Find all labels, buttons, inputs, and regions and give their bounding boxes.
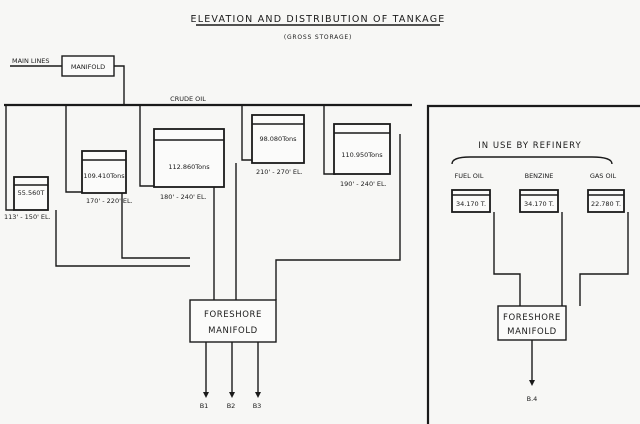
b4-arrow <box>529 380 535 386</box>
tank-1-feed-pipe <box>5 105 14 211</box>
b2-arrow <box>229 392 235 398</box>
tank-2-feed-pipe <box>65 105 84 193</box>
foreshore-manifold-line1: FORESHORE <box>204 310 262 320</box>
tank-4-capacity: 98.080Tons <box>259 135 297 143</box>
diagram-title: ELEVATION AND DISTRIBUTION OF TANKAGE <box>191 14 446 25</box>
refinery-heading: IN USE BY REFINERY <box>478 141 581 151</box>
tank-5-elevation: 190' - 240' EL. <box>340 180 387 188</box>
tank-2-outlet-pipe <box>121 193 190 259</box>
gas-oil-outlet-pipe <box>579 212 629 306</box>
output-b2: B2 <box>227 402 236 410</box>
tank-1-outlet-pipe <box>55 210 190 267</box>
benzine-capacity: 34.170 T. <box>524 200 554 208</box>
manifold-to-header-pipe <box>114 65 125 104</box>
tank-4-feed-pipe <box>241 105 254 161</box>
benzine-label: BENZINE <box>525 172 554 180</box>
output-b4: B.4 <box>527 395 538 403</box>
tank-2-elevation: 170' - 220' EL. <box>86 197 133 205</box>
b1-arrow <box>203 392 209 398</box>
tank-3 <box>153 128 225 188</box>
foreshore-manifold-line2: MANIFOLD <box>208 326 258 336</box>
tank-5 <box>333 123 391 175</box>
input-manifold-label: MANIFOLD <box>71 63 105 71</box>
diagram-subtitle: (GROSS STORAGE) <box>284 34 352 41</box>
tank-1-elevation-label: 113' - 150' EL. <box>4 213 51 221</box>
tank-5-capacity: 110.950Tons <box>341 151 383 159</box>
tank-5-feed-pipe <box>323 105 336 175</box>
tank-2 <box>81 150 127 194</box>
tank-4-elevation: 210' - 270' EL. <box>256 168 303 176</box>
fuel-oil-capacity: 34.170 T. <box>456 200 486 208</box>
main-lines-label: MAIN LINES <box>12 57 50 65</box>
tank-3-elevation: 180' - 240' EL. <box>160 193 207 201</box>
refinery-manifold-box <box>497 305 567 341</box>
tank-5-outlet-pipe <box>275 134 401 300</box>
gas-oil-label: GAS OIL <box>590 172 617 180</box>
tank-4 <box>251 114 305 164</box>
refinery-manifold-line1: FORESHORE <box>503 313 561 323</box>
tank-2-capacity: 109.410Tons <box>83 172 125 180</box>
gas-oil-capacity: 22.780 T. <box>591 200 621 208</box>
fuel-oil-outlet-pipe <box>493 212 521 306</box>
tank-3-capacity: 112.860Tons <box>168 163 210 171</box>
tank-3-feed-pipe <box>139 105 154 187</box>
refinery-brace <box>451 156 613 165</box>
refinery-panel-border <box>426 104 640 424</box>
output-b3: B3 <box>253 402 262 410</box>
fuel-oil-label: FUEL OIL <box>455 172 484 180</box>
crude-oil-label: CRUDE OIL <box>170 95 206 103</box>
tank-1 <box>13 176 49 211</box>
refinery-manifold-line2: MANIFOLD <box>507 327 557 337</box>
output-b1: B1 <box>200 402 209 410</box>
b3-arrow <box>255 392 261 398</box>
foreshore-manifold-box <box>189 299 277 343</box>
tank-1-capacity: 55.560T <box>18 189 45 197</box>
